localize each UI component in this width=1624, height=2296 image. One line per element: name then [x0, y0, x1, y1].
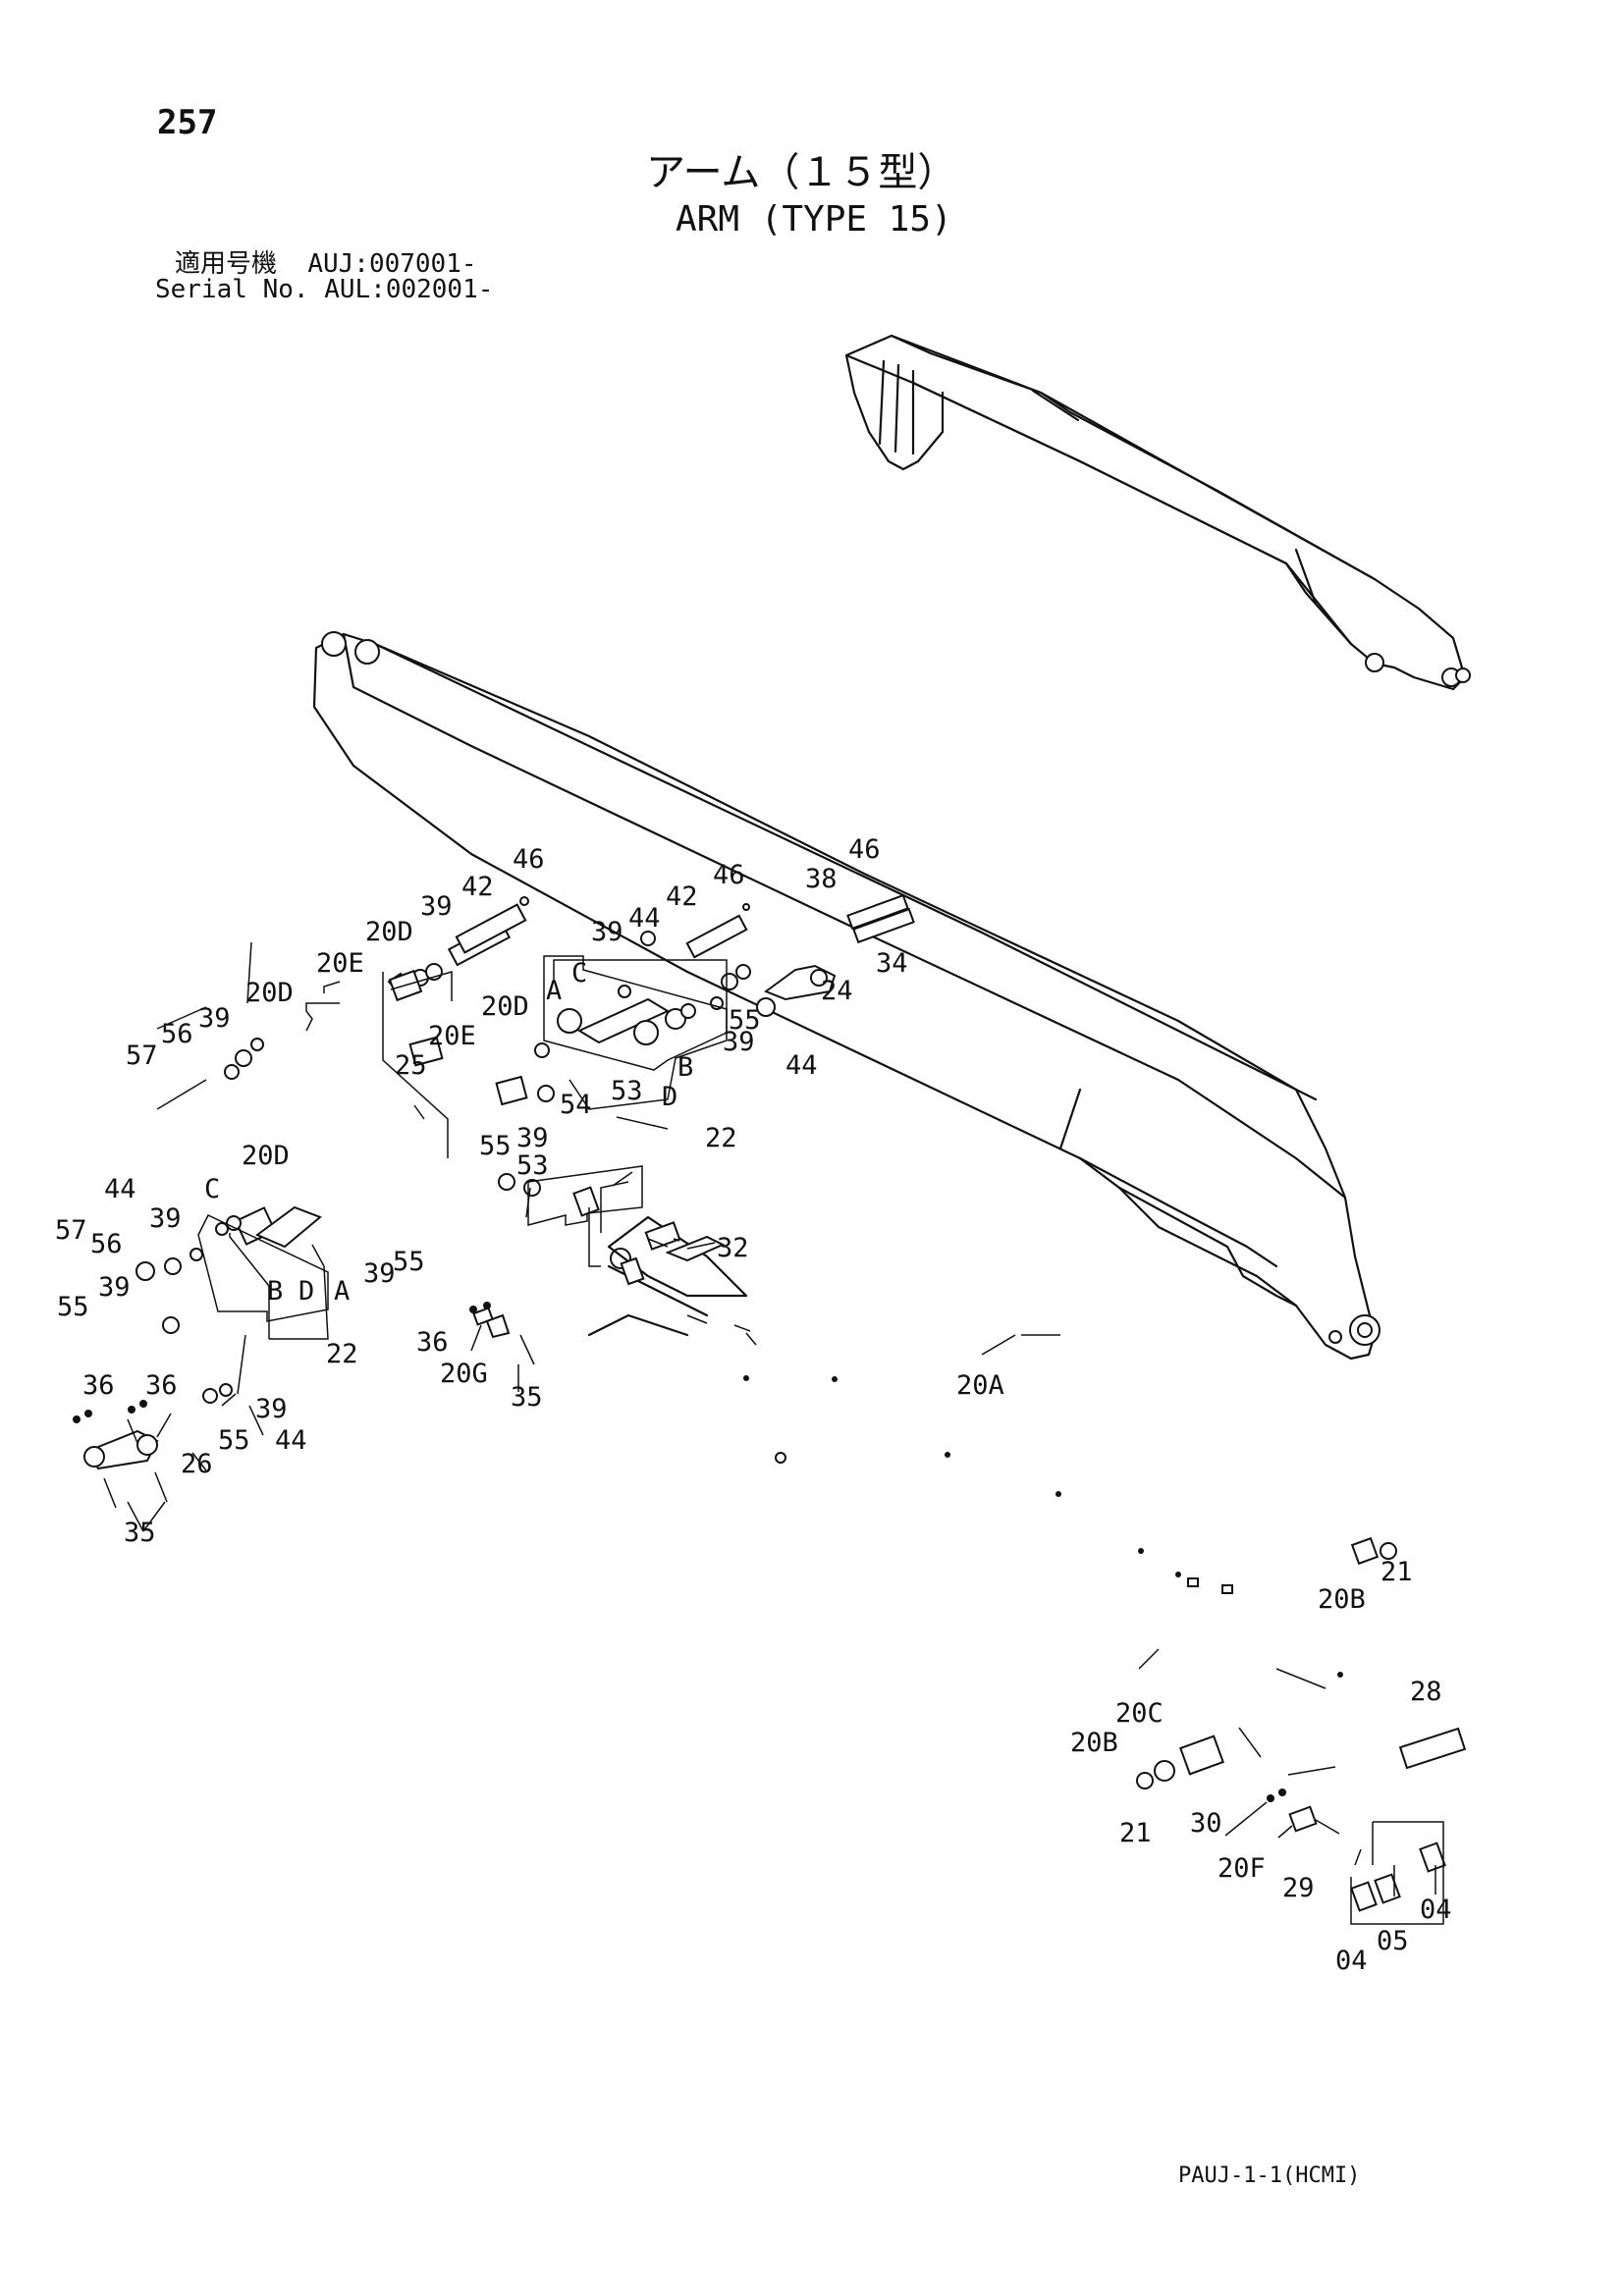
callout-label: 55 — [218, 1425, 250, 1456]
arm-main-body-illustration — [312, 631, 1380, 1678]
callout-label: C — [571, 958, 587, 988]
callout-label: 56 — [90, 1229, 123, 1259]
serial-label-en: Serial No. — [155, 275, 309, 304]
callout-label: 55 — [479, 1131, 512, 1161]
callout-label: 46 — [513, 844, 545, 875]
callout-label: 22 — [326, 1339, 358, 1369]
callout-label: 54 — [560, 1090, 592, 1120]
callout-label: 39 — [255, 1394, 288, 1424]
callout-label: 32 — [717, 1233, 749, 1263]
callout-label: 20D — [242, 1141, 290, 1171]
callout-label: 36 — [416, 1327, 449, 1358]
serial-row-serial: Serial No. AUL:002001- — [155, 277, 493, 302]
model-code: AUJ:007001- — [307, 249, 477, 279]
callout-label: 42 — [666, 881, 698, 912]
callout-label: 57 — [126, 1041, 158, 1071]
footer-code: PAUJ-1-1(HCMI) — [1178, 2163, 1361, 2188]
callout-label: 42 — [461, 872, 494, 902]
page-number: 257 — [157, 103, 218, 142]
page-title-english: ARM (TYPE 15) — [676, 199, 952, 240]
callout-label: A — [546, 976, 562, 1006]
serial-code: AUL:002001- — [324, 275, 494, 304]
callout-label: 39 — [363, 1258, 396, 1289]
callout-label: 44 — [628, 903, 661, 934]
callout-label: 53 — [516, 1150, 549, 1181]
serial-label-ja: 適用号機 — [175, 249, 278, 279]
callout-label: 20A — [956, 1370, 1004, 1401]
callout-label: 55 — [393, 1247, 425, 1277]
callout-label: 20C — [1115, 1698, 1164, 1729]
callout-label: 53 — [611, 1076, 643, 1106]
callout-label: 25 — [395, 1050, 427, 1081]
callout-label: 22 — [705, 1123, 737, 1153]
callout-label: D — [662, 1082, 677, 1112]
callout-label: 34 — [876, 948, 908, 979]
callout-label: B — [267, 1276, 283, 1307]
callout-label: 55 — [729, 1005, 761, 1036]
callout-label: 44 — [785, 1050, 818, 1081]
callout-label: 20E — [428, 1021, 476, 1051]
callout-label: A — [334, 1276, 350, 1307]
callout-label: 20B — [1318, 1584, 1366, 1615]
callout-label: 44 — [275, 1425, 307, 1456]
callout-label: 20B — [1070, 1728, 1118, 1758]
lower-bushings-pins — [1136, 1536, 1467, 1912]
callout-label: 05 — [1377, 1926, 1409, 1956]
callout-label: 56 — [161, 1019, 193, 1049]
callout-label: C — [204, 1174, 220, 1204]
detail-group-boxes — [197, 955, 728, 1322]
callout-label: 39 — [98, 1272, 131, 1303]
callout-label: 39 — [516, 1123, 549, 1153]
callout-label: 21 — [1119, 1818, 1152, 1848]
callout-label: 30 — [1190, 1808, 1222, 1839]
callout-label: 04 — [1420, 1895, 1452, 1925]
arm-overview-illustration — [844, 334, 1471, 691]
callout-label: 20D — [245, 978, 294, 1008]
callout-label: 20D — [481, 991, 529, 1022]
callout-label: 29 — [1282, 1873, 1315, 1903]
callout-label: 46 — [848, 834, 881, 865]
callout-label: 46 — [713, 860, 745, 890]
callout-label: 26 — [181, 1449, 213, 1479]
callout-label: 39 — [723, 1027, 755, 1057]
callout-label: 21 — [1380, 1557, 1413, 1587]
callout-label: 28 — [1410, 1677, 1442, 1707]
callout-label: 57 — [55, 1215, 87, 1246]
upper-links-pins — [73, 893, 915, 1509]
callout-label: 20F — [1218, 1853, 1266, 1884]
callout-label: 39 — [420, 891, 453, 922]
callout-label: 39 — [591, 917, 623, 947]
callout-label: 39 — [198, 1003, 231, 1034]
callout-label: 44 — [104, 1174, 136, 1204]
callout-label: 20G — [440, 1359, 488, 1389]
callout-label: 35 — [124, 1518, 156, 1548]
callout-label: 20E — [316, 948, 364, 979]
callout-label: 38 — [805, 864, 838, 894]
callout-label: 36 — [82, 1370, 115, 1401]
callout-leader-lines — [127, 941, 1444, 1925]
callout-label: B — [677, 1052, 693, 1083]
callout-label: 55 — [57, 1292, 89, 1322]
callout-labels: 46 42 39 20D 20E 46 42 44 39 C A 20D 20E… — [55, 834, 1452, 1976]
callout-label: 04 — [1335, 1946, 1368, 1976]
serial-row-model: 適用号機 AUJ:007001- — [175, 251, 477, 277]
callout-label: D — [298, 1276, 314, 1307]
callout-label: 35 — [511, 1382, 543, 1413]
callout-label: 20D — [365, 917, 413, 947]
callout-label: 36 — [145, 1370, 178, 1401]
callout-label: 39 — [149, 1203, 182, 1234]
page-title-japanese: アーム（１５型） — [646, 150, 957, 195]
callout-label: 24 — [821, 976, 853, 1006]
